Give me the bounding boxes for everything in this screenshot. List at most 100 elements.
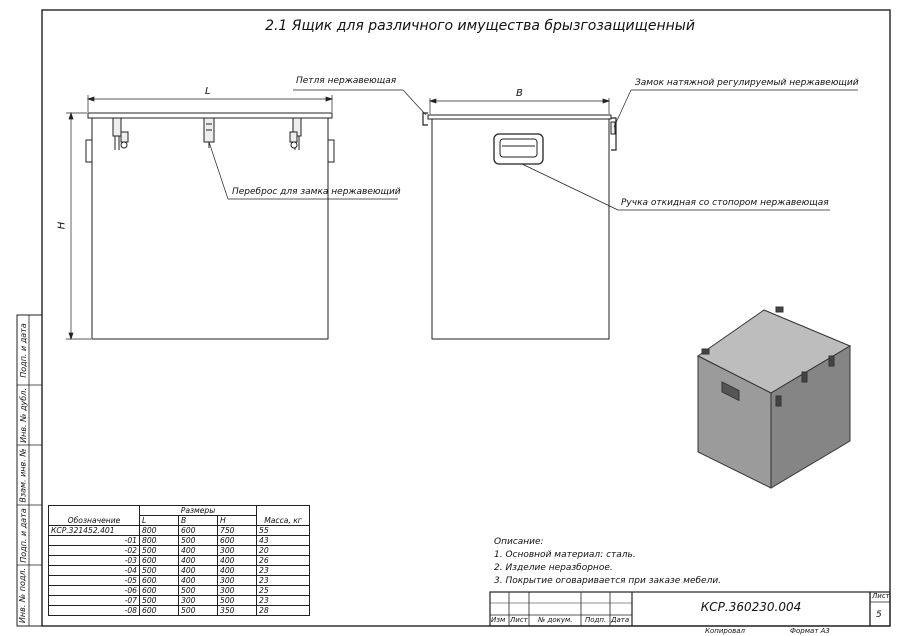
callout-lock: Замок натяжной регулируемый нержавеющий — [635, 78, 859, 88]
copied-label: Копировал — [705, 627, 745, 635]
table-cell: 23 — [256, 565, 310, 576]
side-stamp-label: Подп. и дата — [18, 322, 28, 378]
table-cell: 25 — [256, 585, 310, 596]
table-cell: 600 — [178, 525, 218, 536]
table-cell: 800 — [139, 535, 179, 546]
tb-col-sign: Подп. — [585, 616, 607, 624]
table-cell: 28 — [256, 605, 310, 616]
sheet-label: Лист — [872, 592, 890, 600]
table-cell: 23 — [256, 595, 310, 606]
side-stamp-label: Подп. и дата — [18, 507, 28, 563]
side-stamp-cell: Инв. № дубл. — [17, 385, 29, 445]
tb-col-docnum: № докум. — [538, 616, 573, 624]
table-header-mass: Масса, кг — [256, 515, 310, 526]
table-cell: 400 — [217, 555, 257, 566]
table-cell: 20 — [256, 545, 310, 556]
tb-col-change: Изм — [491, 616, 506, 624]
table-cell: 500 — [178, 535, 218, 546]
dim-width-label: B — [516, 88, 523, 99]
notes-item: 1. Основной материал: сталь. — [494, 550, 636, 560]
table-cell: 600 — [139, 555, 179, 566]
table-group-header: Размеры — [139, 505, 257, 516]
table-cell: 300 — [217, 585, 257, 596]
table-cell: 600 — [139, 605, 179, 616]
isometric-view — [697, 306, 852, 489]
table-cell: 750 — [217, 525, 257, 536]
table-cell: -04 — [48, 565, 140, 576]
doc-number: КСР.360230.004 — [700, 600, 802, 614]
table-header-row: Размеры — [48, 505, 310, 516]
table-cell — [256, 505, 310, 516]
table-cell: 600 — [139, 585, 179, 596]
table-cell: 43 — [256, 535, 310, 546]
table-cell: 500 — [217, 595, 257, 606]
description-notes: Описание: 1. Основной материал: сталь. 2… — [494, 536, 721, 588]
side-stamp-cell: Подп. и дата — [17, 315, 29, 385]
dim-height-label: H — [56, 221, 68, 230]
table-cell: 300 — [217, 575, 257, 586]
table-cell: 55 — [256, 525, 310, 536]
table-cell: -02 — [48, 545, 140, 556]
table-cell: 26 — [256, 555, 310, 566]
side-view — [422, 112, 617, 340]
table-cell: -07 — [48, 595, 140, 606]
table-cell: 400 — [217, 565, 257, 576]
side-stamp-label: Инв. № дубл. — [18, 387, 28, 443]
tb-col-sheet: Лист — [510, 616, 528, 624]
side-stamp-cell: Взам. инв. № — [17, 445, 29, 505]
table-cell: КСР.321452.401 — [48, 525, 140, 536]
table-cell: 400 — [178, 575, 218, 586]
dim-height — [66, 111, 91, 341]
table-cell: 400 — [178, 565, 218, 576]
page-title: 2.1 Ящик для различного имущества брызго… — [265, 18, 695, 34]
table-cell: 500 — [178, 605, 218, 616]
latch-left-icon — [112, 117, 122, 137]
format-label: Формат А3 — [790, 627, 830, 635]
table-cell: 600 — [217, 535, 257, 546]
table-cell: 500 — [139, 545, 179, 556]
table-header-l: L — [139, 515, 179, 526]
dim-length-label: L — [205, 86, 211, 97]
dim-width — [428, 98, 611, 114]
tb-col-date: Дата — [611, 616, 630, 624]
table-cell: 400 — [178, 555, 218, 566]
notes-item: 3. Покрытие оговаривается при заказе меб… — [494, 576, 722, 586]
hinge-icon — [422, 112, 428, 126]
table-header-row: Обозначение L B H Масса, кг — [48, 515, 310, 526]
table-cell: 500 — [139, 595, 179, 606]
side-stamp-frame — [16, 314, 43, 627]
table-cell: -01 — [48, 535, 140, 546]
front-view — [85, 112, 335, 340]
table-cell: -03 — [48, 555, 140, 566]
table-cell: 300 — [178, 595, 218, 606]
table-cell: -08 — [48, 605, 140, 616]
table-cell — [48, 505, 140, 516]
side-stamp-cell: Инв. № подл. — [17, 565, 29, 626]
title-block — [489, 591, 891, 627]
side-stamp-label: Взам. инв. № — [18, 447, 28, 503]
sheet-number: 5 — [876, 610, 882, 620]
notes-heading: Описание: — [494, 537, 544, 547]
table-header-b: B — [178, 515, 218, 526]
table-header-h: H — [217, 515, 257, 526]
table-cell: 500 — [139, 565, 179, 576]
lock-icon — [611, 117, 617, 151]
callout-hinge: Петля нержавеющая — [296, 76, 397, 86]
table-cell: 600 — [139, 575, 179, 586]
table-cell: 500 — [178, 585, 218, 596]
table-cell: -06 — [48, 585, 140, 596]
side-stamp-label: Инв. № подл. — [18, 567, 28, 624]
dim-length — [86, 95, 334, 112]
side-stamp-cell: Подп. и дата — [17, 505, 29, 565]
